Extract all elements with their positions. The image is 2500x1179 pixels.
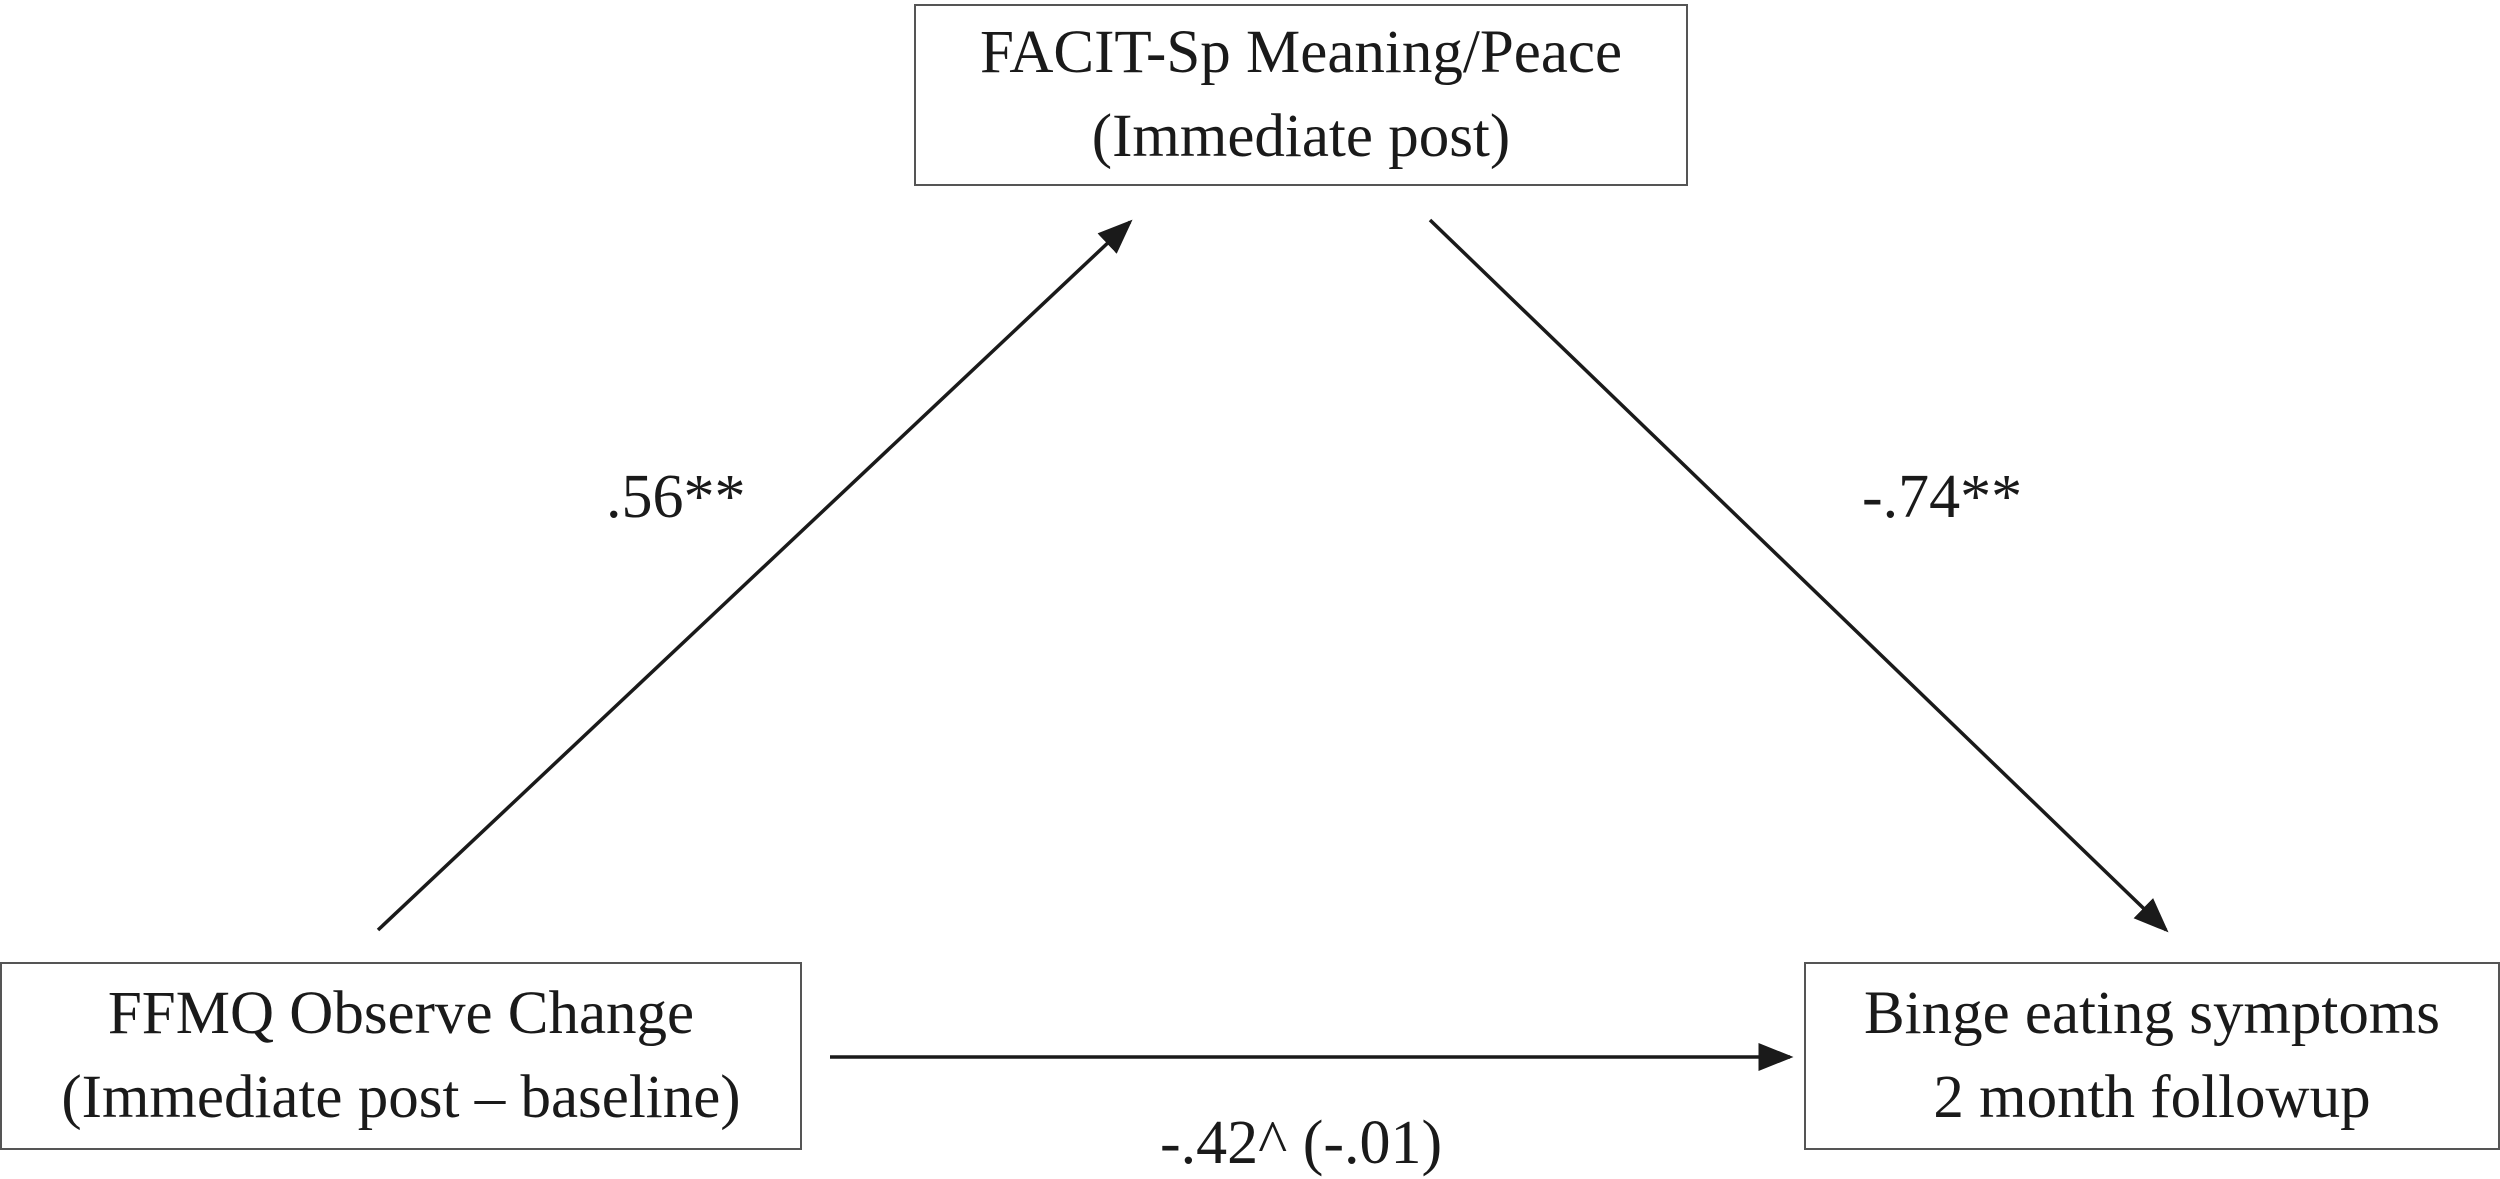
outcome-label-line1: Binge eating symptoms	[1863, 980, 2441, 1047]
mediator-box: FACIT-Sp Meaning/Peace (Immediate post)	[914, 4, 1688, 186]
predictor-label-line1: FFMQ Observe Change	[107, 980, 695, 1047]
mediator-label-line2: (Immediate post)	[1091, 103, 1511, 170]
mediator-label-line1: FACIT-Sp Meaning/Peace	[979, 19, 1623, 86]
path-c-coefficient: -.42^ (-.01)	[1160, 1109, 1443, 1177]
outcome-box: Binge eating symptoms 2 month followup	[1804, 962, 2500, 1150]
outcome-label-line2: 2 month followup	[1933, 1064, 2371, 1131]
arrow-predictor-to-mediator	[376, 219, 1133, 932]
arrow-mediator-to-outcome	[1428, 218, 2169, 933]
predictor-box: FFMQ Observe Change (Immediate post – ba…	[0, 962, 802, 1150]
path-b-coefficient: -.74**	[1862, 463, 2023, 531]
predictor-label-line2: (Immediate post – baseline)	[61, 1064, 741, 1131]
path-a-coefficient: .56**	[606, 463, 746, 531]
